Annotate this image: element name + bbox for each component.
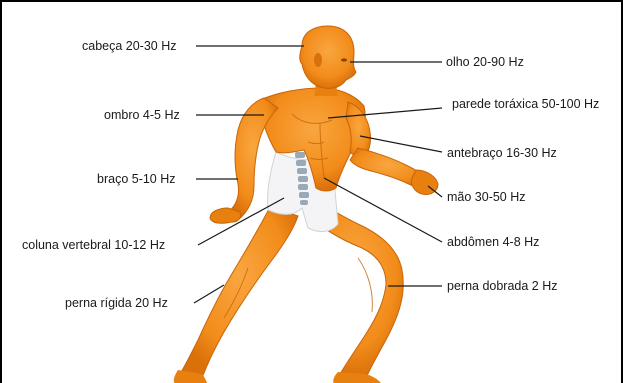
label-chest-wall: parede toráxica 50-100 Hz <box>452 97 599 111</box>
label-eye: olho 20-90 Hz <box>446 55 524 69</box>
eye <box>341 58 347 61</box>
left-hand <box>210 208 241 223</box>
label-bent-leg: perna dobrada 2 Hz <box>447 279 558 293</box>
label-abdomen: abdômen 4-8 Hz <box>447 235 539 249</box>
label-arm: braço 5-10 Hz <box>97 172 176 186</box>
leader-forearm <box>360 136 442 152</box>
label-spine: coluna vertebral 10-12 Hz <box>22 238 165 252</box>
label-head: cabeça 20-30 Hz <box>82 39 177 53</box>
label-hand: mão 30-50 Hz <box>447 190 526 204</box>
straight-leg <box>180 207 298 378</box>
label-shoulder: ombro 4-5 Hz <box>104 108 180 122</box>
bent-leg-foot <box>333 372 382 383</box>
ear <box>314 53 322 67</box>
label-straight-leg: perna rígida 20 Hz <box>65 296 168 310</box>
head <box>300 26 356 89</box>
label-forearm: antebraço 16-30 Hz <box>447 146 557 160</box>
